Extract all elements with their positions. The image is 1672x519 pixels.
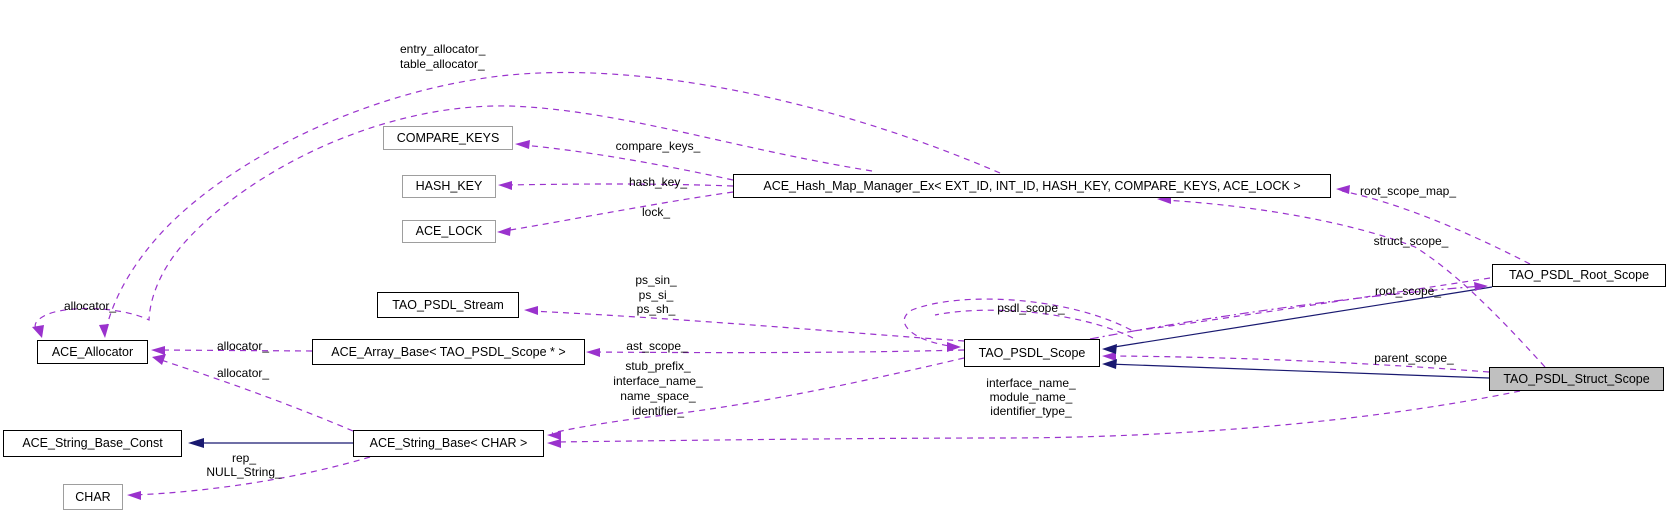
edge-label-name-space: name_space_ bbox=[620, 389, 696, 403]
edge-root-scope-map bbox=[1341, 190, 1531, 265]
edge-hash-key bbox=[503, 183, 734, 187]
node-ace-string-base-char[interactable]: ACE_String_Base< CHAR > bbox=[353, 430, 544, 457]
arrow-stub-prefix bbox=[547, 431, 561, 440]
edge-label-root-scope-map: root_scope_map_ bbox=[1359, 184, 1457, 198]
arrow-psdl-scope bbox=[947, 342, 961, 352]
edge-inherit-root-scope bbox=[1107, 286, 1493, 349]
node-tao-psdl-stream[interactable]: TAO_PSDL_Stream bbox=[377, 292, 519, 318]
edge-label-ps-sin: ps_sin_ bbox=[635, 273, 677, 287]
edge-label-iface2-group: interface_name_module_name_identifier_ty… bbox=[973, 376, 1089, 418]
arrow-allocator-array bbox=[151, 346, 165, 355]
node-ace-hash-map-manager-ex[interactable]: ACE_Hash_Map_Manager_Ex< EXT_ID, INT_ID,… bbox=[733, 174, 1331, 198]
edge-label-table-allocator: table_allocator_ bbox=[400, 56, 485, 71]
node-tao-psdl-struct-scope: TAO_PSDL_Struct_Scope bbox=[1489, 367, 1664, 391]
edge-label-ps-sh: ps_sh_ bbox=[636, 302, 676, 316]
edge-label-interface-name2: interface_name_ bbox=[986, 376, 1076, 390]
edge-label-identifier-type: identifier_type_ bbox=[990, 404, 1072, 418]
edge-label-null-string: NULL_String_ bbox=[206, 465, 282, 479]
edge-struct-scope bbox=[1162, 199, 1546, 368]
edge-allocator-array bbox=[156, 349, 313, 352]
arrow-ps-stream bbox=[524, 306, 538, 315]
arrow-root-scope bbox=[1474, 282, 1488, 291]
edge-stub-prefix bbox=[551, 357, 965, 434]
edge-label-entry-allocator: entry_allocator_ bbox=[400, 42, 486, 56]
edge-label-stub-group: stub_prefix_interface_name_name_space_id… bbox=[605, 359, 711, 419]
edge-label-ps-si: ps_si_ bbox=[638, 287, 674, 302]
edge-compare-keys bbox=[521, 144, 734, 181]
edge-allocator-string bbox=[157, 358, 354, 432]
edge-label-allocator-self: allocator_ bbox=[64, 299, 117, 313]
node-ace-allocator[interactable]: ACE_Allocator bbox=[37, 340, 148, 364]
node-tao-psdl-scope[interactable]: TAO_PSDL_Scope bbox=[964, 339, 1100, 367]
arrow-compare-keys bbox=[515, 140, 530, 149]
arrow-root-scope-map bbox=[1336, 185, 1350, 194]
edge-label-root-scope: root_scope_ bbox=[1374, 284, 1442, 298]
arrow-inherit-root-scope bbox=[1102, 344, 1117, 354]
arrow-allocator-string bbox=[152, 354, 166, 365]
arrow-inherit-struct-scope bbox=[1102, 359, 1117, 369]
edge-table-allocator-loop bbox=[34, 105, 873, 332]
edge-label-allocator-array: allocator_ bbox=[217, 339, 270, 353]
edge-label-ps-group: ps_sin_ps_si_ps_sh_ bbox=[618, 273, 694, 317]
edge-interface-name2 bbox=[552, 390, 1521, 443]
edge-label-struct-scope: struct_scope_ bbox=[1373, 234, 1449, 248]
edge-label-psdl-scope: psdl_scope_ bbox=[997, 301, 1065, 315]
edge-root-scope bbox=[1089, 285, 1484, 340]
edge-label-stub-prefix: stub_prefix_ bbox=[625, 359, 691, 373]
edge-entry-allocator bbox=[105, 71, 1001, 331]
edge-label-lock: lock_ bbox=[641, 205, 670, 219]
edge-parent-scope bbox=[1115, 355, 1490, 373]
edge-label-module-name: module_name_ bbox=[989, 390, 1073, 404]
node-compare-keys: COMPARE_KEYS bbox=[383, 126, 513, 150]
edge-label-parent-scope: parent_scope_ bbox=[1374, 351, 1454, 365]
edge-lock bbox=[503, 191, 734, 232]
node-hash-key: HASH_KEY bbox=[402, 175, 496, 198]
arrow-hash-key bbox=[498, 181, 512, 190]
edge-label-compare-keys: compare_keys_ bbox=[615, 139, 701, 153]
arrow-rep bbox=[127, 491, 141, 500]
edge-label-identifier: identifier_ bbox=[631, 404, 685, 418]
edge-rep bbox=[132, 456, 371, 496]
edge-label-rep-group: rep_NULL_String_ bbox=[186, 451, 302, 479]
node-ace-string-base-const[interactable]: ACE_String_Base_Const bbox=[3, 430, 182, 457]
arrow-parent-scope bbox=[1102, 352, 1116, 361]
edge-label-ast-scope: ast_scope_ bbox=[626, 339, 688, 353]
edge-psdl-scope-inner bbox=[934, 309, 1134, 339]
edge-label-rep: rep_ bbox=[231, 451, 257, 465]
edge-ast-scope bbox=[591, 349, 965, 354]
node-tao-psdl-root-scope[interactable]: TAO_PSDL_Root_Scope bbox=[1492, 264, 1666, 287]
edge-label-allocator-string: allocator_ bbox=[217, 366, 270, 380]
edge-label-hash-key: hash_key_ bbox=[628, 175, 688, 189]
arrow-lock bbox=[497, 227, 511, 236]
arrow-entry-allocator bbox=[99, 324, 109, 338]
edge-label-interface-name: interface_name_ bbox=[613, 374, 703, 388]
arrow-inherit-string-const bbox=[188, 438, 204, 448]
node-char: CHAR bbox=[63, 484, 123, 510]
node-ace-lock: ACE_LOCK bbox=[402, 220, 496, 243]
arrow-ast-scope bbox=[586, 348, 600, 357]
edge-psdl-scope bbox=[903, 277, 1491, 347]
edge-ps-stream bbox=[529, 310, 965, 342]
arrow-interface-name2 bbox=[547, 439, 561, 448]
edge-label-entry-table-allocator: entry_allocator_table_allocator_ bbox=[400, 42, 485, 71]
node-ace-array-base[interactable]: ACE_Array_Base< TAO_PSDL_Scope * > bbox=[312, 339, 585, 365]
arrow-table-allocator bbox=[32, 325, 44, 338]
edge-inherit-struct-scope bbox=[1107, 363, 1490, 379]
